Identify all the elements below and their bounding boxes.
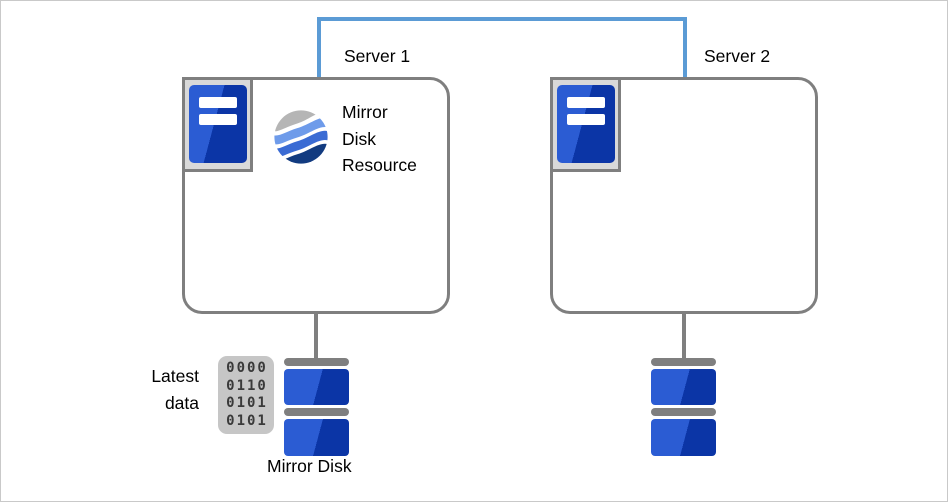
server1-icon-frame [182, 77, 253, 172]
resource-label-line: Disk [342, 128, 377, 149]
latest-data-line: Latest [151, 366, 199, 386]
resource-label-line: Resource [342, 155, 417, 175]
server1-label: Server 1 [344, 46, 411, 66]
server2-label: Server 2 [704, 46, 771, 66]
binary-row: 0101 [226, 412, 268, 429]
mirror-disk-resource-label: Mirror Disk Resource [342, 99, 417, 179]
binary-row: 0110 [226, 377, 268, 394]
disk-platter [651, 419, 716, 456]
server-tower-icon [557, 85, 615, 163]
tower-slot-bar [567, 114, 605, 125]
server-tower-icon [189, 85, 247, 163]
mirror-disk-caption: Mirror Disk [267, 456, 352, 476]
tower-slot-bar [199, 97, 237, 108]
server2-disk-connector [682, 312, 686, 363]
disk-cap [284, 358, 349, 366]
server-interconnect-line [317, 17, 687, 79]
tower-slot-bar [567, 97, 605, 108]
resource-label-line: Mirror [342, 102, 388, 122]
latest-data-label: Latest data [113, 363, 199, 417]
disk-platter [651, 369, 716, 405]
binary-row: 0101 [226, 395, 268, 411]
disk-cap [651, 358, 716, 366]
binary-row: 0000 [226, 360, 268, 376]
mirror-disk-resource-icon [274, 110, 328, 164]
server1-mirror-disk-icon [284, 358, 349, 459]
server2-icon-frame [550, 77, 621, 172]
disk-platter [284, 419, 349, 456]
latest-data-line: data [164, 393, 199, 413]
tower-slot-bar [199, 114, 237, 125]
binary-data-icon: 0000 0110 0101 0101 [218, 356, 274, 434]
server2-mirror-disk-icon [651, 358, 716, 459]
disk-platter [284, 369, 349, 405]
server1-disk-connector [314, 312, 318, 361]
disk-cap [284, 408, 349, 416]
disk-cap [651, 408, 716, 416]
